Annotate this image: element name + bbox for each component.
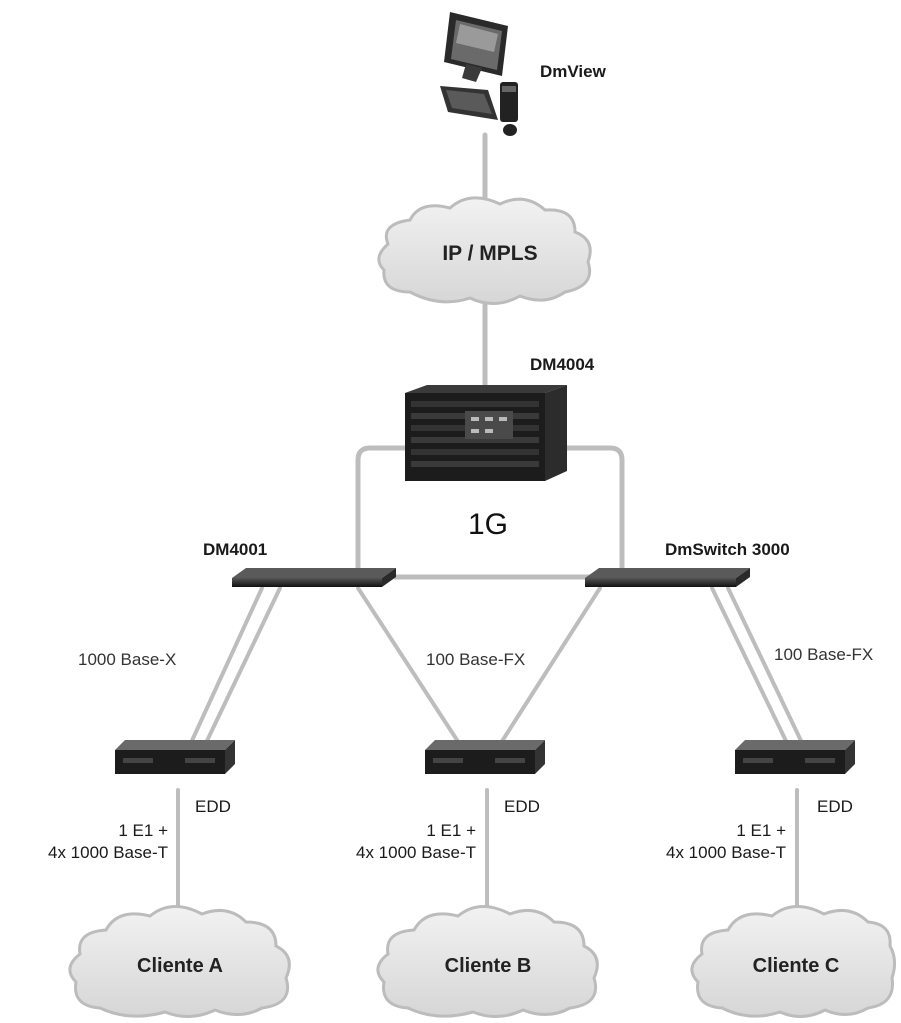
link-ring-right [557, 445, 625, 575]
link-dm4001-edd-a-2 [203, 586, 282, 747]
link-label-100-base-fx-right: 100 Base-FX [774, 645, 874, 664]
dm4001-label: DM4001 [203, 540, 268, 559]
edd-b-rate-label: 1 E1 + 4x 1000 Base-T [316, 820, 476, 864]
switch-icon [585, 568, 750, 587]
cloud-icon [376, 905, 599, 1018]
edd-c-label: EDD [817, 797, 853, 816]
link-dmswitch-edd-b [488, 586, 602, 762]
cloud-icon [690, 905, 897, 1018]
link-dmswitch-edd-c-2 [726, 586, 805, 747]
cloud-icon [68, 905, 291, 1018]
edd-device-icon [735, 740, 855, 774]
edd-a-rate-line2: 4x 1000 Base-T [47, 843, 168, 862]
dm4004-label: DM4004 [530, 355, 595, 374]
edd-a-rate-label: 1 E1 + 4x 1000 Base-T [8, 820, 168, 864]
ring-speed-label: 1G [468, 508, 509, 541]
edd-b-rate-line1: 1 E1 + [426, 821, 476, 840]
cloud-icon [377, 196, 592, 305]
links [176, 132, 805, 927]
chassis-icon [405, 385, 567, 481]
edd-a-rate-line1: 1 E1 + [118, 821, 168, 840]
link-dm4001-edd-b [356, 586, 472, 762]
cliente-c-label: Cliente C [752, 955, 840, 977]
dmswitch-label: DmSwitch 3000 [665, 540, 790, 559]
edd-device-icon [425, 740, 545, 774]
edd-device-icon [115, 740, 235, 774]
link-dm4001-edd-a-1 [188, 586, 264, 747]
cliente-a-label: Cliente A [137, 955, 223, 977]
link-ring-left [355, 445, 413, 575]
cliente-b-label: Cliente B [444, 955, 532, 977]
edd-c-rate-line1: 1 E1 + [736, 821, 786, 840]
computer-icon [440, 12, 518, 136]
edd-c-rate-line2: 4x 1000 Base-T [665, 843, 786, 862]
edd-b-rate-line2: 4x 1000 Base-T [355, 843, 476, 862]
dmview-label: DmView [540, 62, 606, 81]
link-label-100-base-fx-center: 100 Base-FX [426, 650, 526, 669]
link-dmswitch-edd-c-1 [710, 586, 790, 747]
edd-b-label: EDD [504, 797, 540, 816]
ip-mpls-label: IP / MPLS [442, 242, 538, 265]
edd-c-rate-label: 1 E1 + 4x 1000 Base-T [626, 820, 786, 864]
link-label-1000-base-x: 1000 Base-X [78, 650, 177, 669]
edd-a-label: EDD [195, 797, 231, 816]
switch-icon [232, 568, 396, 587]
